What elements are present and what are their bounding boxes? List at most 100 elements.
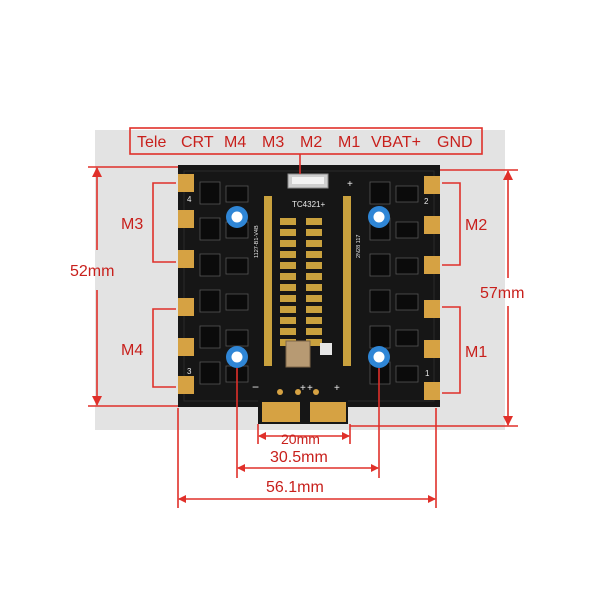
motor-label-m2: M2 bbox=[465, 217, 487, 234]
mosfet bbox=[395, 221, 419, 239]
via-pad bbox=[295, 389, 301, 395]
mosfet bbox=[225, 257, 249, 275]
center-pad bbox=[280, 240, 296, 247]
mosfet bbox=[369, 253, 391, 277]
silk-plus-b: + bbox=[307, 383, 313, 394]
silk-plus-a: + bbox=[300, 383, 306, 394]
dim-56-arrow-right bbox=[428, 495, 436, 503]
center-pad bbox=[306, 339, 322, 346]
mosfet bbox=[395, 329, 419, 347]
center-pad bbox=[280, 317, 296, 324]
dim-52-arrow-bottom bbox=[92, 396, 102, 406]
dim-20-arrow-left bbox=[258, 432, 266, 440]
dim-57-arrow-top bbox=[503, 170, 513, 180]
silk-code-right: 2N28 117 bbox=[356, 235, 362, 258]
center-pad bbox=[280, 284, 296, 291]
motor-pad-m3-a bbox=[178, 174, 194, 192]
connector-label-m4: M4 bbox=[224, 134, 246, 151]
motor-pad-m2-c bbox=[424, 256, 440, 274]
mosfet bbox=[199, 361, 221, 385]
center-pad bbox=[280, 328, 296, 335]
center-pad bbox=[306, 218, 322, 225]
mosfet bbox=[395, 257, 419, 275]
dim-56-label: 56.1mm bbox=[266, 479, 324, 496]
connector-label-m2: M2 bbox=[300, 134, 322, 151]
dim-52-label: 52mm bbox=[70, 263, 114, 280]
mosfet bbox=[199, 181, 221, 205]
center-pad bbox=[306, 284, 322, 291]
copper-bus-right bbox=[343, 196, 351, 366]
center-pad bbox=[306, 273, 322, 280]
dim-30-arrow-right bbox=[371, 464, 379, 472]
dim-52-arrow-top bbox=[92, 167, 102, 177]
via-pad bbox=[277, 389, 283, 395]
dim-20-label: 20mm bbox=[281, 431, 320, 447]
silk-plus-top: + bbox=[347, 179, 353, 190]
center-pad bbox=[280, 295, 296, 302]
mosfet bbox=[199, 253, 221, 277]
silk-number-4: 4 bbox=[187, 195, 192, 204]
silk-minus: − bbox=[252, 380, 259, 394]
dim-20-arrow-right bbox=[342, 432, 350, 440]
dim-30-arrow-left bbox=[237, 464, 245, 472]
mosfet bbox=[199, 217, 221, 241]
dim-30-label: 30.5mm bbox=[270, 449, 328, 466]
motor-pad-m1-a bbox=[424, 300, 440, 318]
motor-pad-m3-c bbox=[178, 250, 194, 268]
bracket-m4 bbox=[152, 308, 176, 388]
center-pad bbox=[306, 295, 322, 302]
mosfet bbox=[395, 185, 419, 203]
silk-model: TC4321+ bbox=[292, 200, 325, 209]
silk-number-1: 1 bbox=[425, 369, 430, 378]
mosfet bbox=[225, 185, 249, 203]
mosfet bbox=[369, 289, 391, 313]
center-pad bbox=[280, 273, 296, 280]
center-pad bbox=[280, 306, 296, 313]
connector-label-gnd: GND bbox=[437, 134, 473, 151]
center-pad bbox=[280, 251, 296, 258]
mosfet bbox=[395, 365, 419, 383]
connector-label-box bbox=[129, 127, 483, 155]
mosfet bbox=[199, 289, 221, 313]
connector-slot bbox=[292, 177, 324, 184]
motor-pad-m2-a bbox=[424, 176, 440, 194]
connector-label-m3: M3 bbox=[262, 134, 284, 151]
connector-label: Tele CRT M4 M3 M2 M1 VBAT+ GND bbox=[137, 134, 473, 151]
motor-pad-m4-c bbox=[178, 376, 194, 394]
bracket-m2 bbox=[442, 182, 461, 266]
bracket-m1 bbox=[442, 306, 461, 394]
motor-label-m3: M3 bbox=[121, 216, 143, 233]
connector-label-vbat: VBAT+ bbox=[371, 134, 421, 151]
motor-pad-m2-b bbox=[424, 216, 440, 234]
mosfet bbox=[225, 293, 249, 311]
silk-plus-c: + bbox=[334, 383, 340, 394]
center-pad bbox=[306, 328, 322, 335]
center-pad bbox=[280, 262, 296, 269]
silk-code-left: 1127-B1-V4B bbox=[254, 225, 260, 258]
center-pad bbox=[306, 229, 322, 236]
center-pad bbox=[280, 229, 296, 236]
mosfet bbox=[199, 325, 221, 349]
motor-label-m4: M4 bbox=[121, 342, 143, 359]
battery-pad-negative bbox=[262, 402, 300, 422]
mosfet bbox=[369, 181, 391, 205]
center-pad bbox=[306, 262, 322, 269]
connector-label-crt: CRT bbox=[181, 134, 214, 151]
motor-pad-m4-b bbox=[178, 338, 194, 356]
mosfet bbox=[395, 293, 419, 311]
motor-pad-m4-a bbox=[178, 298, 194, 316]
center-pad bbox=[306, 251, 322, 258]
dim-57-label: 57mm bbox=[480, 285, 524, 302]
bracket-m3 bbox=[152, 182, 176, 263]
dim-57-arrow-bottom bbox=[503, 416, 513, 426]
motor-pad-m3-b bbox=[178, 210, 194, 228]
mosfet bbox=[369, 325, 391, 349]
via-pad bbox=[313, 389, 319, 395]
connector-label-tele: Tele bbox=[137, 134, 166, 151]
dim-56-arrow-left bbox=[178, 495, 186, 503]
battery-pad-positive bbox=[310, 402, 346, 422]
connector-label-m1: M1 bbox=[338, 134, 360, 151]
motor-pad-m1-c bbox=[424, 382, 440, 400]
